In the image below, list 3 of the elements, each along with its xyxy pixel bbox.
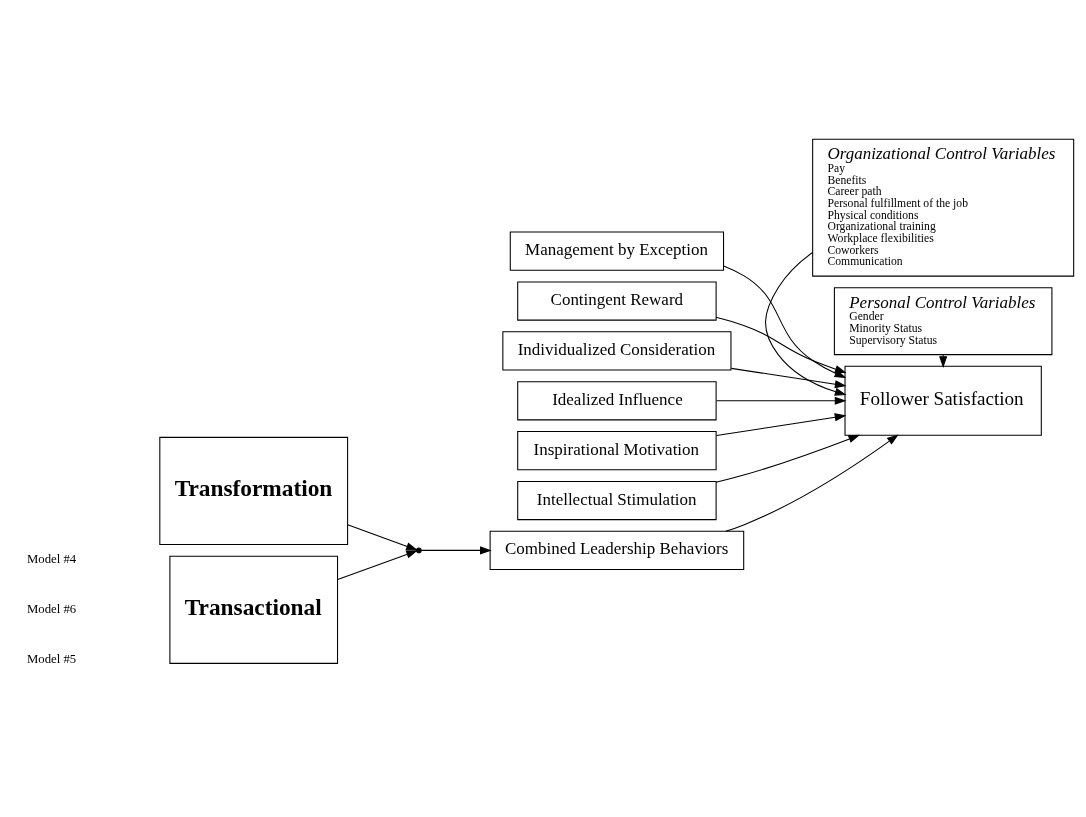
label: Model #6 xyxy=(27,601,77,616)
label: Model #5 xyxy=(27,651,77,666)
label: Model #4 xyxy=(27,551,77,566)
